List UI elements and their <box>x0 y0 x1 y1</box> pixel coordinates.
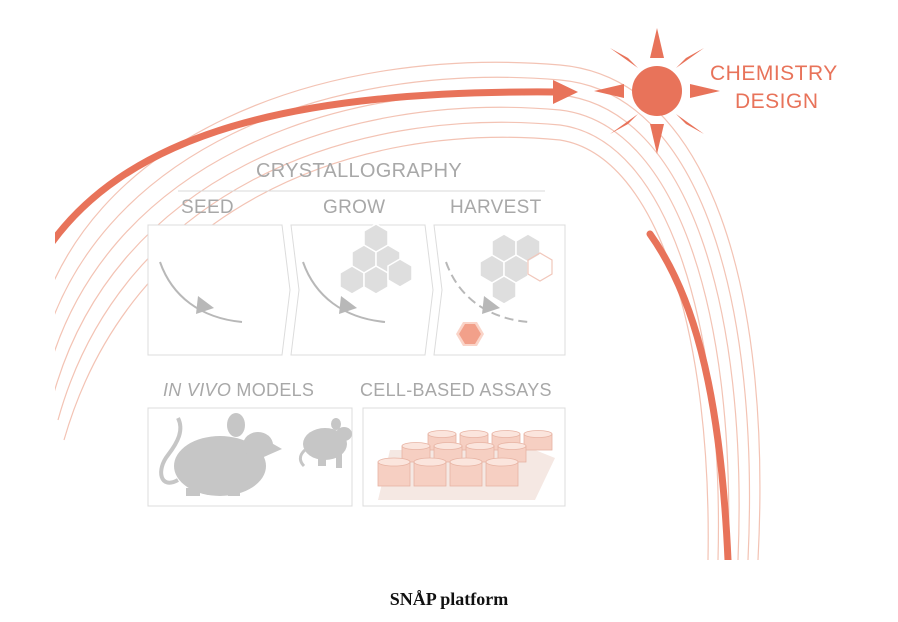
harvest-panel <box>433 224 566 356</box>
chemistry-label: CHEMISTRY <box>710 62 838 85</box>
seed-label: SEED <box>181 197 234 218</box>
design-label: DESIGN <box>735 90 819 113</box>
chemistry-arrow <box>55 80 732 560</box>
hexagon-crystal-icon <box>339 223 413 295</box>
crystallography-heading: CRYSTALLOGRAPHY <box>256 160 463 182</box>
right-thick-arc <box>646 230 732 560</box>
hexagon-crystal-icon <box>479 233 541 305</box>
sun-icon <box>594 28 720 154</box>
cell-based-assays-panel <box>362 407 566 507</box>
arrow-head <box>553 80 578 104</box>
mouse-icon <box>159 413 282 496</box>
harvested-crystal-outline-icon <box>527 252 553 282</box>
figure-caption: SNÅP platform <box>389 589 509 609</box>
harvest-label: HARVEST <box>450 197 542 218</box>
grow-panel <box>290 223 434 356</box>
well-plate-icon <box>377 430 555 500</box>
in-vivo-italic: IN VIVO <box>163 380 232 400</box>
harvested-crystal-icon <box>456 322 484 346</box>
models-text: MODELS <box>231 380 315 400</box>
in-vivo-panel <box>147 407 353 507</box>
cell-based-assays-heading: CELL-BASED ASSAYS <box>360 380 552 400</box>
grow-label: GROW <box>323 197 386 218</box>
seed-panel <box>147 224 291 356</box>
mouse-icon <box>298 418 352 468</box>
chemistry-design-label: CHEMISTRY DESIGN <box>710 60 838 116</box>
in-vivo-models-heading: IN VIVO MODELS <box>163 380 314 401</box>
